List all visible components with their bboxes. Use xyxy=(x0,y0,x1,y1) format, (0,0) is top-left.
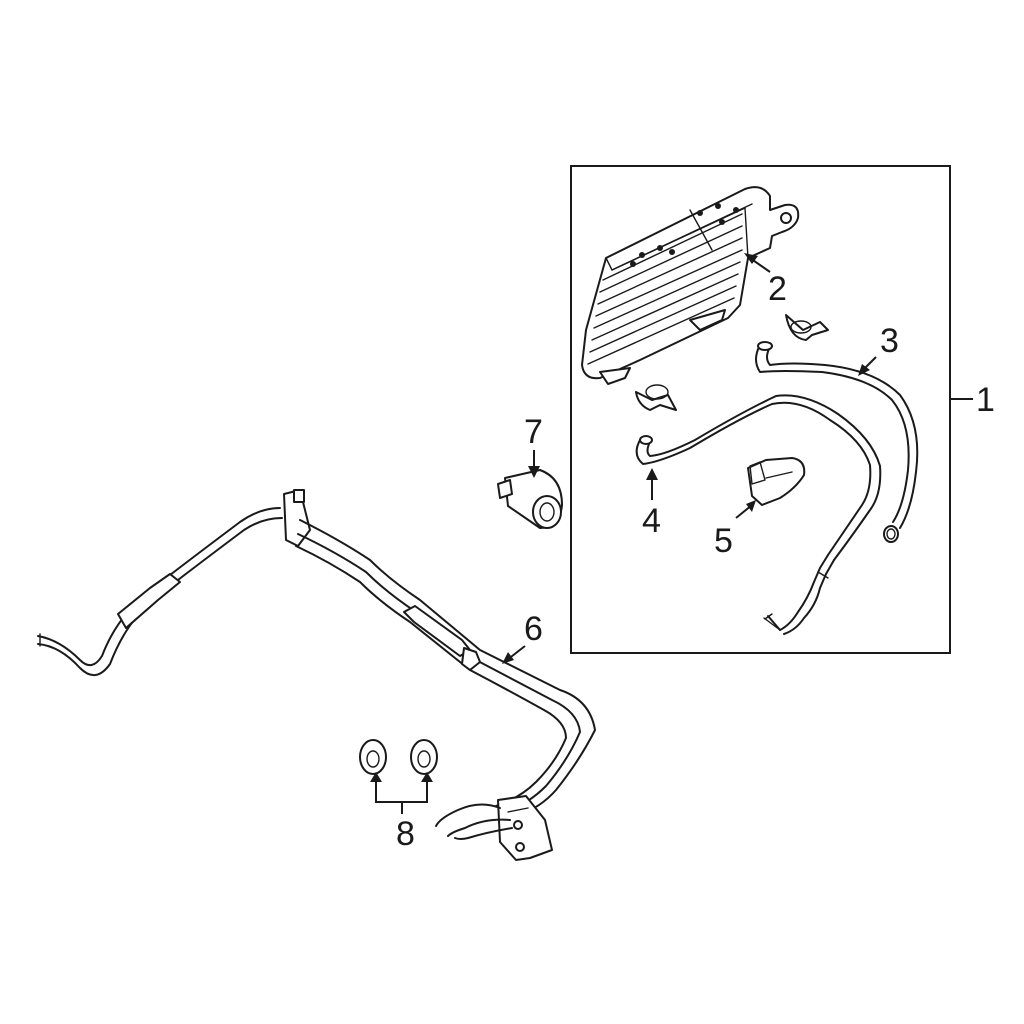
leader-8 xyxy=(370,772,433,814)
seal-ring-right[interactable] xyxy=(410,739,438,775)
mount-bracket-5[interactable] xyxy=(747,457,806,506)
seal-ring-left[interactable] xyxy=(359,739,387,775)
leader-5 xyxy=(735,500,756,519)
callout-1: 1 xyxy=(976,381,995,419)
hose-clip-lower[interactable] xyxy=(635,384,677,411)
tube-assembly-6[interactable] xyxy=(37,489,596,861)
callout-3: 3 xyxy=(880,322,899,360)
leader-4 xyxy=(646,468,658,500)
cooler-hose-4[interactable] xyxy=(635,394,882,635)
callout-2: 2 xyxy=(768,270,787,308)
leader-6 xyxy=(502,645,526,664)
callout-7: 7 xyxy=(524,413,543,451)
callout-8: 8 xyxy=(396,815,415,853)
oil-cooler[interactable] xyxy=(581,186,800,385)
filter-7[interactable] xyxy=(497,469,563,529)
cooler-hose-3[interactable] xyxy=(755,341,919,543)
leader-3 xyxy=(858,356,877,376)
callout-4: 4 xyxy=(642,502,661,540)
hose-clip-upper[interactable] xyxy=(785,314,829,341)
kit-group-box xyxy=(570,165,973,654)
callout-6: 6 xyxy=(524,610,543,648)
leader-7 xyxy=(528,450,540,478)
leader-2 xyxy=(744,253,771,273)
callout-5: 5 xyxy=(714,522,733,560)
